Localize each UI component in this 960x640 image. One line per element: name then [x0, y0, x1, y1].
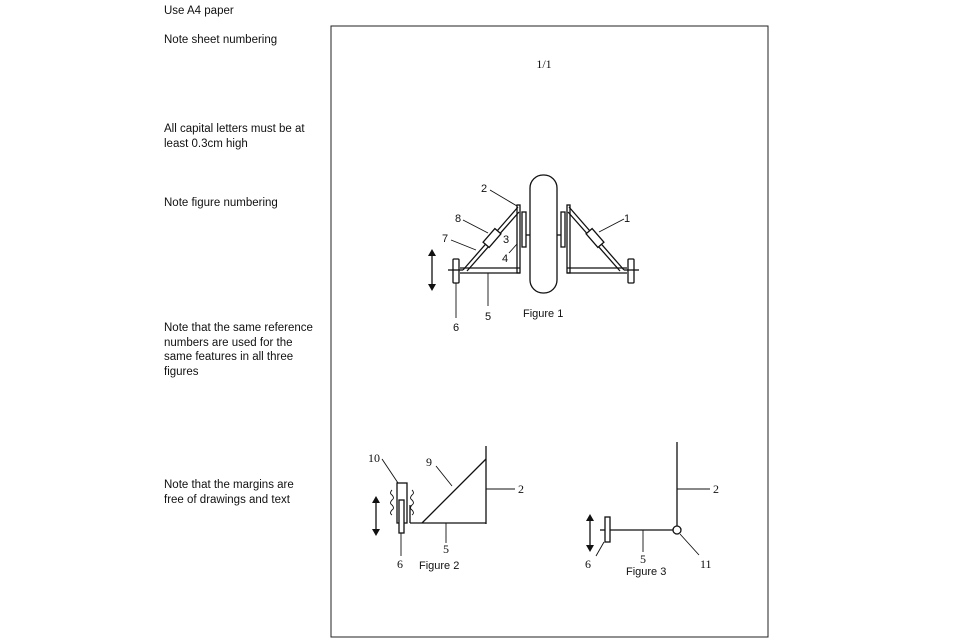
ref-11: 11 — [700, 557, 712, 571]
note-sheet-numbering: Note sheet numbering — [164, 34, 278, 46]
ref-9: 9 — [426, 455, 432, 469]
double-arrow-icon — [428, 249, 436, 291]
ref-4: 4 — [502, 253, 508, 265]
wheel — [529, 174, 558, 294]
figure-3-caption: Figure 3 — [626, 566, 666, 578]
damper-left — [482, 227, 502, 249]
ref-6: 6 — [585, 557, 591, 571]
ref-5: 5 — [485, 311, 491, 323]
ref-10: 10 — [368, 451, 380, 465]
double-arrow-icon — [372, 496, 380, 536]
ref-7: 7 — [442, 233, 448, 245]
hub-plate-left — [521, 211, 527, 248]
figure-1-caption: Figure 1 — [523, 308, 563, 320]
ref-5: 5 — [443, 542, 449, 556]
figure-2-caption: Figure 2 — [419, 560, 459, 572]
wheel-right — [627, 258, 635, 284]
page-number: 1/1 — [536, 57, 551, 71]
ref-5: 5 — [640, 552, 646, 566]
note-reference-numbers: Note that the same reference numbers are… — [164, 322, 313, 378]
ref-6: 6 — [397, 557, 403, 571]
upright-left — [516, 204, 521, 274]
figure-1: 2 8 7 3 4 1 6 5 Figure 1 — [428, 174, 639, 334]
sheet-border — [330, 25, 769, 638]
note-figure-numbering: Note figure numbering — [164, 197, 278, 209]
hub-plate-right — [560, 211, 566, 248]
ref-3: 3 — [503, 234, 509, 246]
ref-1: 1 — [624, 213, 630, 225]
ref-2: 2 — [481, 183, 487, 195]
pivot-joint — [672, 525, 682, 535]
damper-right — [585, 227, 605, 249]
figure-2: 10 9 2 5 6 Figure 2 — [368, 446, 524, 572]
ref-8: 8 — [455, 213, 461, 225]
note-paper-size: Use A4 paper — [164, 5, 234, 17]
wheel — [604, 516, 611, 543]
note-capital-letters: All capital letters must be at least 0.3… — [164, 123, 305, 150]
rod — [398, 499, 405, 534]
figure-3: 2 5 6 11 Figure 3 — [585, 442, 719, 578]
ref-2: 2 — [518, 482, 524, 496]
ref-6: 6 — [453, 322, 459, 334]
upright-right — [566, 204, 571, 274]
ref-2: 2 — [713, 482, 719, 496]
wheel-left — [452, 258, 460, 284]
spring — [390, 489, 414, 516]
note-margins: Note that the margins are free of drawin… — [164, 479, 294, 506]
double-arrow-icon — [586, 514, 594, 552]
